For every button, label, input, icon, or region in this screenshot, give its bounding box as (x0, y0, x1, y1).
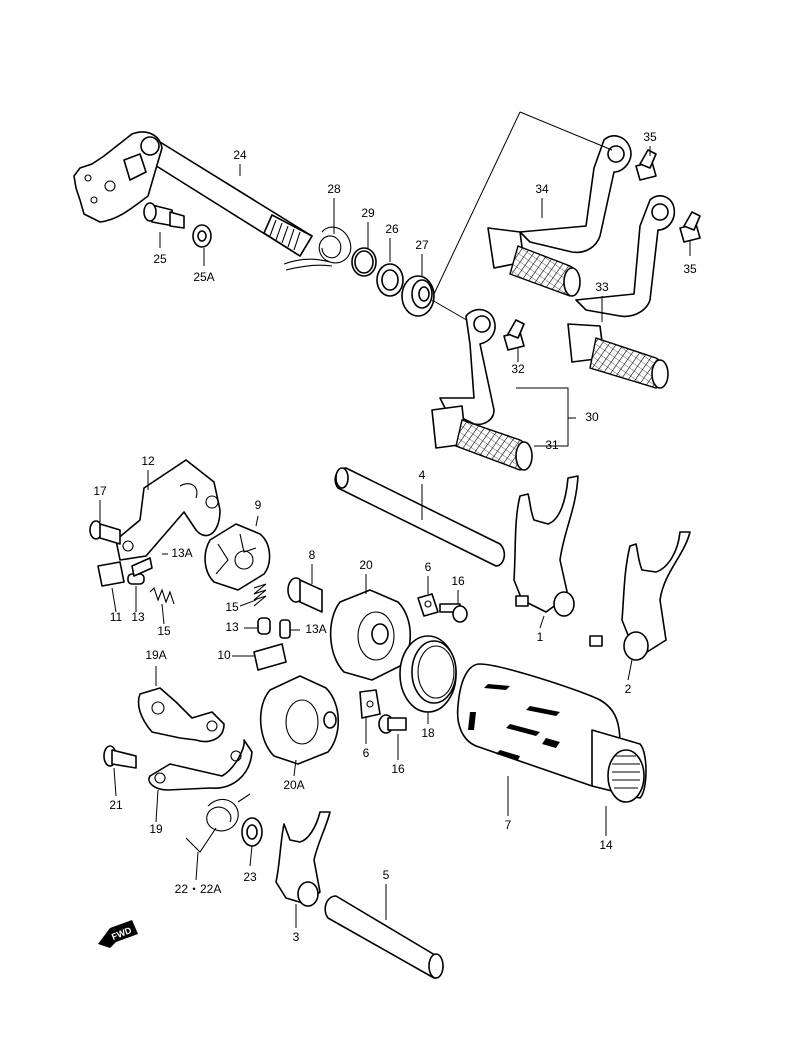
label-19a: 19A (145, 648, 166, 662)
screw-16-b (378, 714, 407, 734)
label-5: 5 (383, 868, 390, 882)
label-15-b: 15 (225, 600, 239, 614)
label-17: 17 (93, 484, 107, 498)
label-32: 32 (511, 362, 525, 376)
circlip-29 (351, 247, 377, 277)
shift-drum-7 (456, 663, 647, 803)
label-23: 23 (243, 870, 257, 884)
pin-13a-b (279, 619, 291, 639)
plate-10 (253, 643, 287, 671)
label-20a: 20A (283, 778, 304, 792)
label-35-b: 35 (683, 262, 697, 276)
spring-15-b (253, 583, 267, 607)
label-22-22a: 22・22A (175, 882, 222, 896)
label-12: 12 (141, 454, 155, 468)
gearshift-lever-33 (567, 195, 676, 389)
leader-lines (99, 146, 691, 928)
label-21: 21 (109, 798, 123, 812)
lever-group-line (433, 111, 613, 295)
shift-fork-3 (275, 811, 331, 907)
shift-fork-2 (589, 531, 691, 661)
label-35-a: 35 (643, 130, 657, 144)
label-16-a: 16 (451, 574, 465, 588)
label-11: 11 (110, 610, 123, 624)
label-33: 33 (595, 280, 609, 294)
label-13-a: 13 (131, 610, 145, 624)
washer-25a (192, 224, 212, 248)
label-24: 24 (233, 148, 247, 162)
label-13-b: 13 (225, 620, 239, 634)
label-8: 8 (309, 548, 316, 562)
fork-shaft-4 (334, 467, 506, 567)
fork-shaft-5 (324, 895, 444, 979)
label-16-b: 16 (391, 762, 405, 776)
label-26: 26 (385, 222, 399, 236)
label-10: 10 (217, 648, 231, 662)
shift-cam-driven-gear-9 (204, 523, 271, 591)
label-15-a: 15 (157, 624, 171, 638)
spring-22 (185, 793, 251, 853)
bolt-21 (103, 745, 137, 769)
guide-11 (97, 561, 125, 587)
return-spring-28 (283, 226, 352, 271)
bolt-32 (503, 319, 525, 351)
label-9: 9 (255, 498, 262, 512)
pin-8 (287, 577, 323, 613)
pin-25 (143, 202, 185, 229)
label-34: 34 (535, 182, 549, 196)
pin-13a-a (131, 557, 153, 577)
label-19: 19 (149, 822, 163, 836)
shift-fork-1 (513, 475, 579, 617)
spring-15-a (149, 586, 175, 605)
stopper-arm-19 (148, 739, 253, 791)
fwd-arrow-icon: FWD (98, 920, 138, 948)
screw-17 (89, 520, 121, 545)
axis-line-27 (431, 299, 471, 323)
label-4: 4 (419, 468, 426, 482)
plate-6-a (417, 593, 439, 617)
label-6-a: 6 (425, 560, 432, 574)
label-27: 27 (415, 238, 429, 252)
label-3: 3 (293, 930, 300, 944)
gearshift-lever-34 (487, 135, 632, 297)
label-31: 31 (545, 438, 559, 452)
label-25: 25 (153, 252, 167, 266)
part-number-labels: 24 25 25A 28 29 26 27 34 35 35 33 32 30 … (93, 130, 697, 944)
label-7: 7 (505, 818, 512, 832)
plate-6-b (359, 689, 381, 719)
oil-seal-27 (401, 275, 435, 317)
stopper-plate-12 (115, 459, 221, 561)
label-20: 20 (359, 558, 373, 572)
screw-16-a (439, 603, 468, 623)
gearshift-lever-31 (431, 308, 533, 471)
shift-cam-plate-20a (259, 675, 339, 765)
label-30: 30 (585, 410, 599, 424)
label-13a-b: 13A (305, 622, 326, 636)
label-13a-a: 13A (171, 546, 192, 560)
pin-13-b (257, 617, 271, 635)
label-25a: 25A (193, 270, 214, 284)
bolt-35-b (679, 211, 701, 243)
bearing-18 (399, 635, 457, 713)
washer-26 (376, 263, 404, 297)
shift-cam-20 (329, 589, 411, 681)
label-18: 18 (421, 726, 435, 740)
label-2: 2 (625, 682, 632, 696)
label-6-b: 6 (363, 746, 370, 760)
stopper-arm-19a (137, 687, 225, 743)
label-29: 29 (361, 206, 375, 220)
washer-23 (241, 817, 263, 847)
label-28: 28 (327, 182, 341, 196)
label-14: 14 (599, 838, 613, 852)
gearshift-shaft-24 (73, 131, 313, 257)
bolt-35-a (635, 149, 657, 181)
label-1: 1 (537, 630, 544, 644)
